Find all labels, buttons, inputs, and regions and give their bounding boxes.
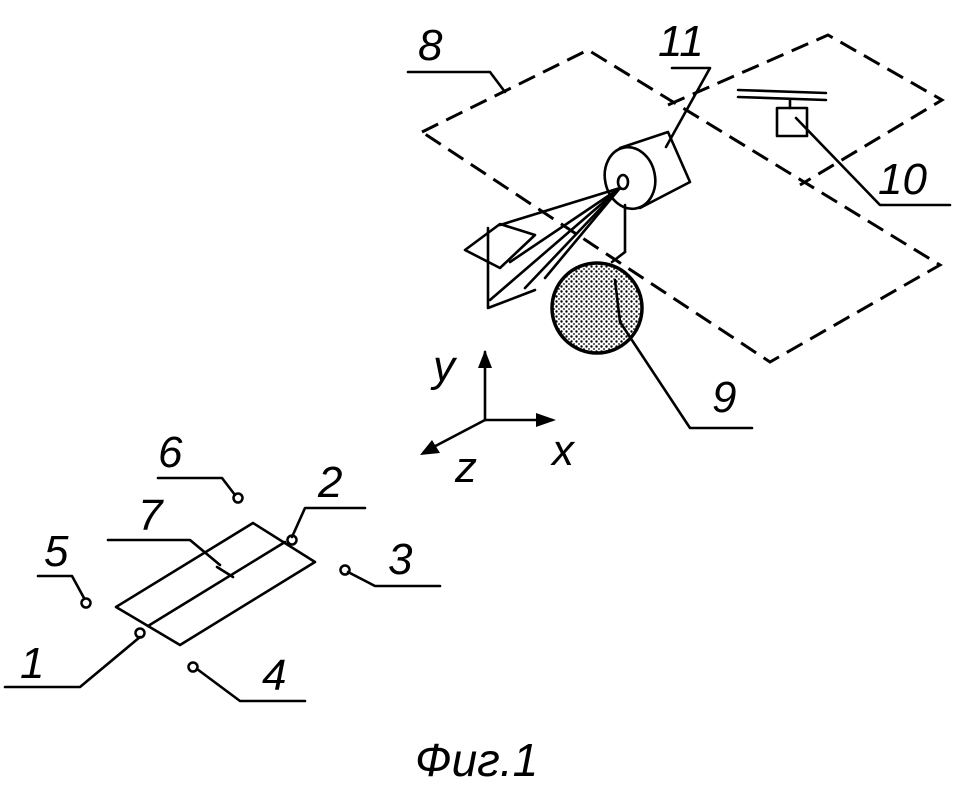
coordinate-axes — [420, 350, 556, 455]
point-5 — [80, 597, 92, 609]
plate-7 — [114, 521, 317, 647]
axis-label-y: y — [430, 342, 458, 391]
label-3: 3 — [388, 535, 413, 584]
target-9 — [550, 261, 644, 355]
label-1: 1 — [20, 639, 44, 688]
leader-lines — [3, 66, 952, 703]
label-7: 7 — [138, 491, 164, 540]
camera-11 — [603, 130, 692, 264]
label-11: 11 — [658, 17, 704, 66]
beam-fan — [463, 186, 622, 310]
label-5: 5 — [44, 527, 69, 576]
sensor-10 — [736, 88, 828, 138]
label-6: 6 — [158, 428, 183, 477]
label-4: 4 — [262, 651, 286, 700]
axis-label-z: z — [454, 443, 477, 492]
label-9: 9 — [712, 373, 736, 422]
dashed-plane-8 — [418, 48, 943, 364]
label-2: 2 — [317, 458, 342, 507]
figure-caption: Фиг.1 — [415, 734, 538, 786]
label-10: 10 — [878, 155, 927, 204]
dashed-plane-10 — [667, 33, 945, 187]
label-8: 8 — [418, 21, 443, 70]
point-4 — [187, 661, 199, 673]
axis-label-x: x — [550, 426, 576, 475]
